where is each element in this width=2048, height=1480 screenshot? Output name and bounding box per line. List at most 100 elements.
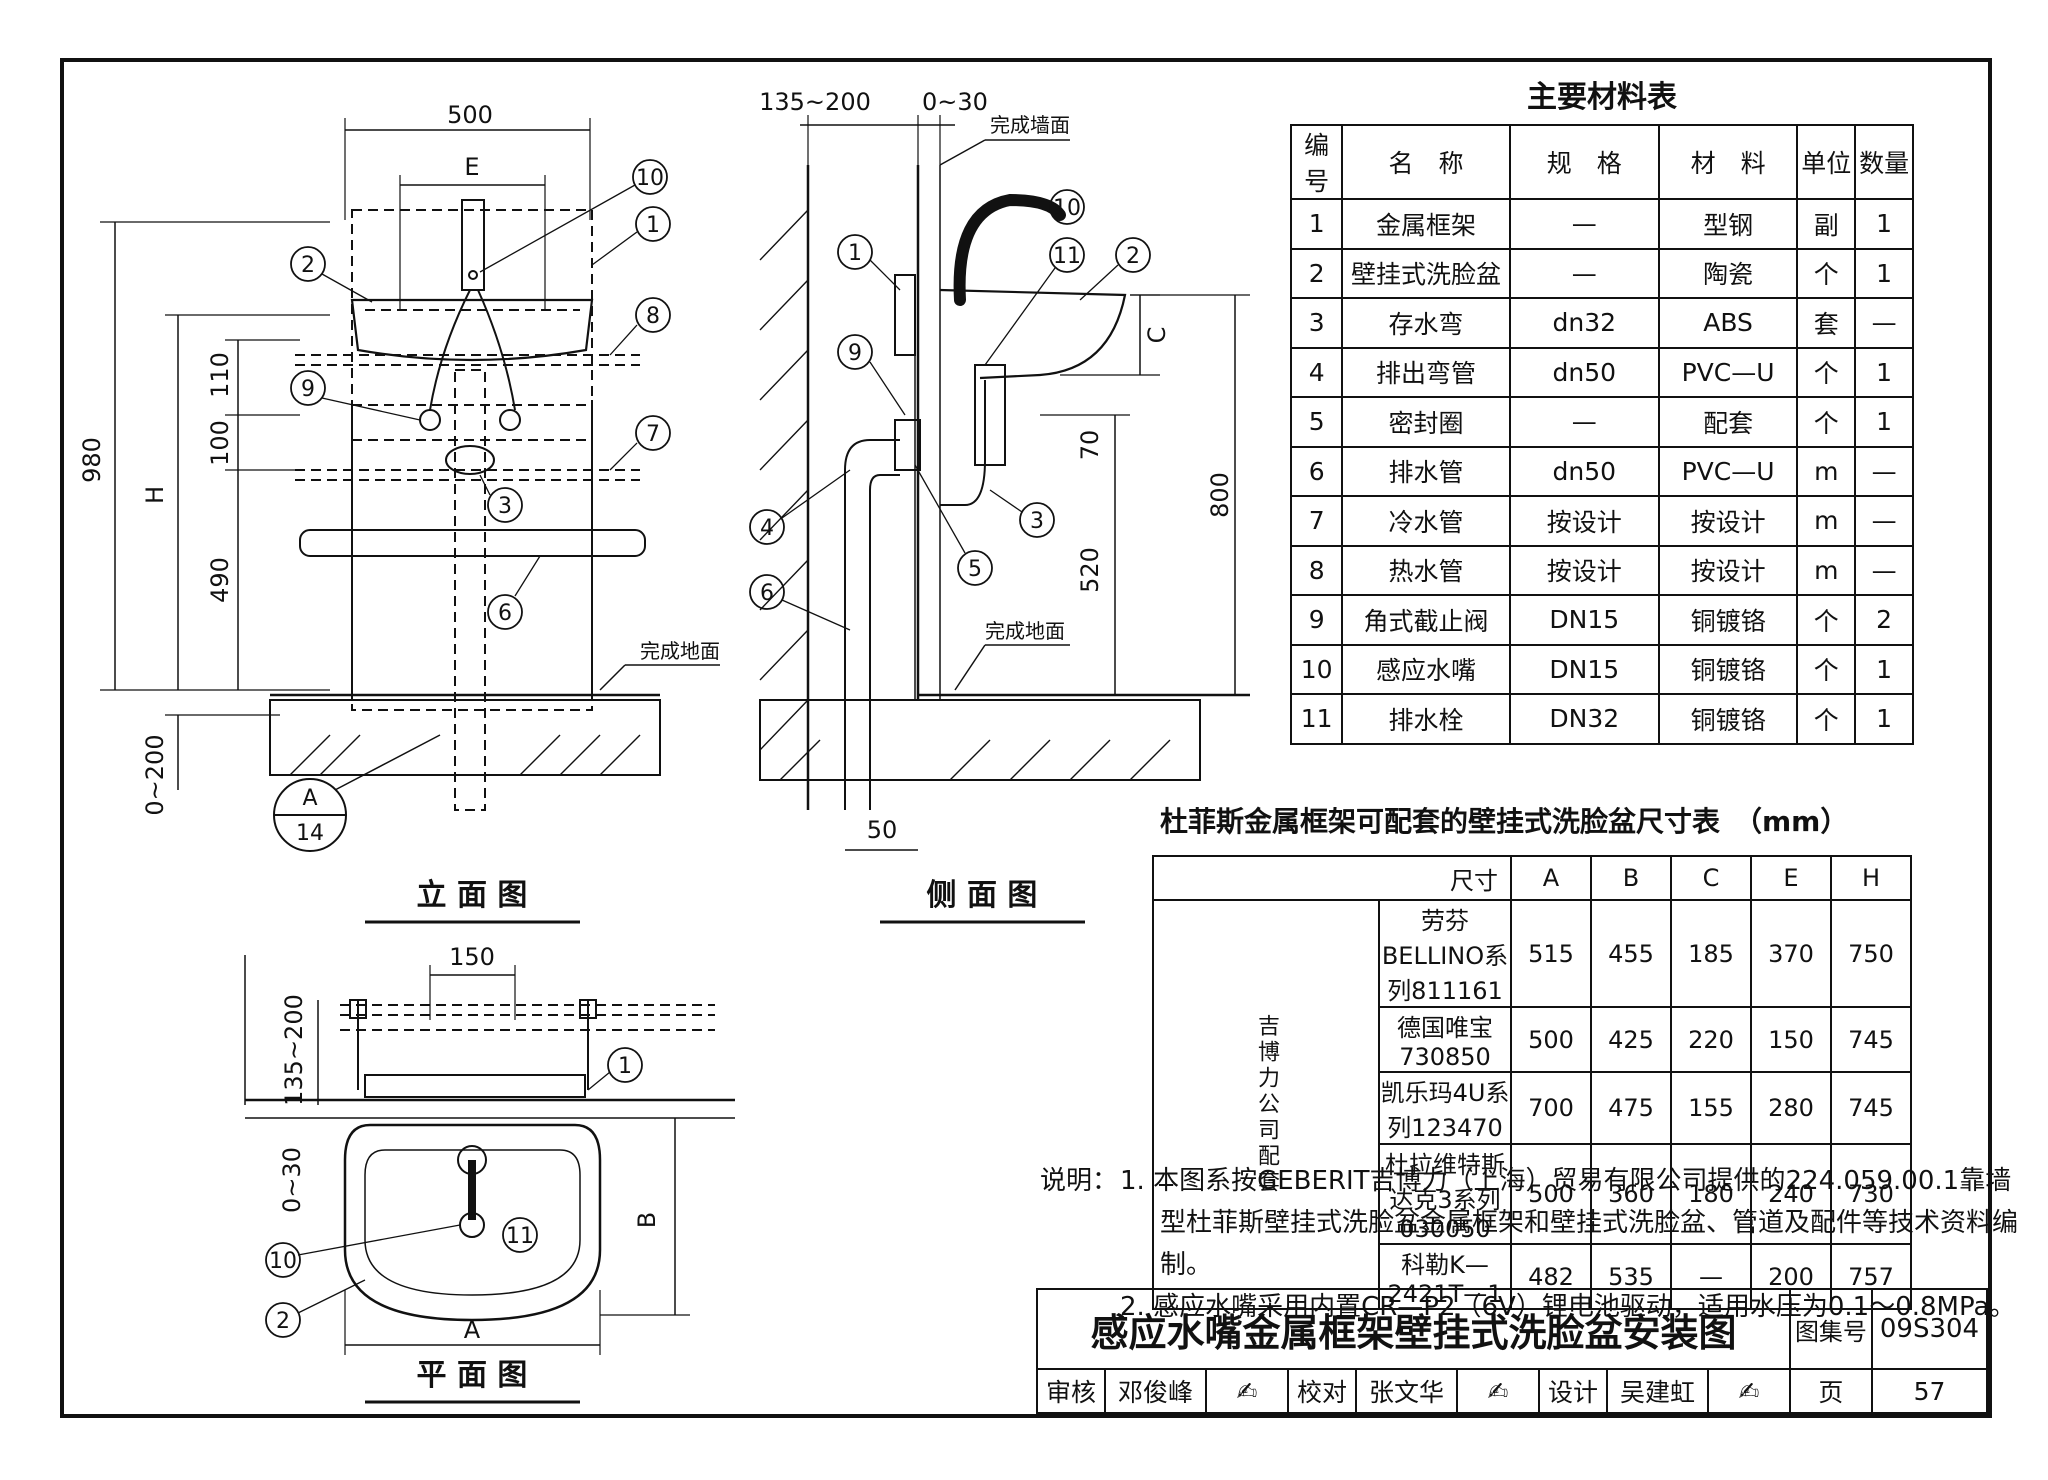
side-wall-label: 完成墙面 bbox=[990, 113, 1070, 137]
table-cell: m bbox=[1796, 544, 1857, 596]
table-cell: 10 bbox=[1289, 643, 1344, 695]
materials-header-row: 编号 名 称 规 格 材 料 单位 数量 bbox=[1289, 124, 1914, 200]
side-callout-10: 10 bbox=[1053, 196, 1081, 221]
side-dim-520: 520 bbox=[1076, 547, 1104, 593]
drawing-frame bbox=[60, 58, 1992, 1418]
table-cell: 个 bbox=[1796, 247, 1857, 299]
table-cell: — bbox=[1854, 297, 1914, 349]
table-cell: 副 bbox=[1796, 198, 1857, 250]
table-cell: 360 bbox=[1590, 1143, 1672, 1245]
plan-dim-150: 150 bbox=[449, 943, 495, 971]
table-cell: — bbox=[1854, 544, 1914, 596]
dim-110: 110 bbox=[206, 352, 234, 398]
table-cell: m bbox=[1796, 445, 1857, 497]
table-cell: 铜镀铬 bbox=[1657, 693, 1799, 745]
table-cell: 铜镀铬 bbox=[1657, 643, 1799, 695]
table-cell: 冷水管 bbox=[1341, 495, 1511, 547]
table-cell: 个 bbox=[1796, 643, 1857, 695]
table-cell: 按设计 bbox=[1657, 495, 1799, 547]
side-dim-800: 800 bbox=[1206, 472, 1234, 518]
elevation-callout-7: 7 bbox=[646, 422, 660, 447]
elevation-callout-8: 8 bbox=[646, 304, 660, 329]
table-cell: DN15 bbox=[1508, 643, 1660, 695]
atlas-label: 图集号 bbox=[1788, 1288, 1873, 1370]
check-label: 校对 bbox=[1286, 1368, 1358, 1414]
table-cell: 370 bbox=[1750, 899, 1832, 1008]
elevation-callout-10: 10 bbox=[636, 166, 664, 191]
table-cell: 套 bbox=[1796, 297, 1857, 349]
table-cell: 1 bbox=[1854, 643, 1914, 695]
table-cell: 排水管 bbox=[1341, 445, 1511, 497]
reviewer-name: 邓俊峰 bbox=[1104, 1368, 1207, 1414]
side-dim-70: 70 bbox=[1076, 430, 1104, 461]
table-cell: DN32 bbox=[1508, 693, 1660, 745]
table-cell: — bbox=[1508, 396, 1660, 448]
plan-dim-A: A bbox=[464, 1316, 481, 1344]
table-cell: 500 bbox=[1510, 1143, 1592, 1245]
plan-callout-1: 1 bbox=[618, 1054, 632, 1079]
table-cell: 劳芬BELLINO系列811161 bbox=[1378, 899, 1512, 1008]
sizes-header-cell: A bbox=[1510, 855, 1592, 901]
plan-callout-10: 10 bbox=[269, 1249, 297, 1274]
table-cell: 2 bbox=[1289, 247, 1344, 299]
dim-490: 490 bbox=[206, 557, 234, 603]
designer-signature: ✍ bbox=[1706, 1368, 1791, 1414]
dim-E: E bbox=[464, 153, 479, 181]
page-label: 页 bbox=[1788, 1368, 1873, 1414]
title-block-table: 感应水嘴金属框架壁挂式洗脸盆安装图 图集号 09S304 审核 邓俊峰 ✍ 校对… bbox=[1035, 1288, 1989, 1414]
table-cell: — bbox=[1854, 495, 1914, 547]
table-cell: 730 bbox=[1830, 1143, 1912, 1245]
plan-callout-11: 11 bbox=[506, 1224, 534, 1249]
table-cell: — bbox=[1854, 445, 1914, 497]
table-cell: 180 bbox=[1670, 1143, 1752, 1245]
ref-mark-top: A bbox=[302, 786, 317, 811]
table-cell: 存水弯 bbox=[1341, 297, 1511, 349]
table-cell: 按设计 bbox=[1508, 495, 1660, 547]
plan-title: 平 面 图 bbox=[417, 1358, 528, 1393]
elevation-callout-6: 6 bbox=[498, 601, 512, 626]
table-cell: 5 bbox=[1289, 396, 1344, 448]
side-title: 侧 面 图 bbox=[927, 878, 1038, 913]
elevation-callout-9: 9 bbox=[301, 377, 315, 402]
table-cell: 1 bbox=[1289, 198, 1344, 250]
table-cell: — bbox=[1508, 247, 1660, 299]
dim-500: 500 bbox=[447, 101, 493, 129]
side-callout-5: 5 bbox=[968, 557, 982, 582]
table-cell: 按设计 bbox=[1508, 544, 1660, 596]
designer-name: 吴建虹 bbox=[1606, 1368, 1709, 1414]
table-cell: 角式截止阀 bbox=[1341, 594, 1511, 646]
notes-label: 说明： bbox=[1040, 1166, 1119, 1196]
table-cell: 515 bbox=[1510, 899, 1592, 1008]
atlas-number: 09S304 bbox=[1870, 1288, 1989, 1370]
side-floor-label: 完成地面 bbox=[985, 619, 1065, 643]
table-cell: 8 bbox=[1289, 544, 1344, 596]
sizes-header-cell: E bbox=[1750, 855, 1832, 901]
title-block: 感应水嘴金属框架壁挂式洗脸盆安装图 图集号 09S304 审核 邓俊峰 ✍ 校对… bbox=[1035, 1288, 1989, 1414]
elevation-callout-1: 1 bbox=[646, 213, 660, 238]
materials-header-cell: 数量 bbox=[1854, 124, 1914, 200]
table-cell: 240 bbox=[1750, 1143, 1832, 1245]
plan-dim-135-200: 135~200 bbox=[280, 994, 308, 1106]
table-cell: dn50 bbox=[1508, 445, 1660, 497]
sizes-header-cell: B bbox=[1590, 855, 1672, 901]
table-cell: 1 bbox=[1854, 247, 1914, 299]
table-cell: m bbox=[1796, 495, 1857, 547]
elevation-callout-2: 2 bbox=[301, 253, 315, 278]
table-cell: 1 bbox=[1854, 396, 1914, 448]
table-cell: 750 bbox=[1830, 899, 1912, 1008]
sizes-header-cell: C bbox=[1670, 855, 1752, 901]
side-dim-135-200: 135~200 bbox=[759, 88, 871, 116]
review-label: 审核 bbox=[1035, 1368, 1107, 1414]
table-cell: 4 bbox=[1289, 346, 1344, 398]
materials-header-cell: 材 料 bbox=[1657, 124, 1799, 200]
side-dim-C: C bbox=[1143, 327, 1171, 344]
ref-mark-bottom: 14 bbox=[296, 821, 324, 846]
table-cell: 排出弯管 bbox=[1341, 346, 1511, 398]
side-callout-9: 9 bbox=[848, 341, 862, 366]
table-cell: 金属框架 bbox=[1341, 198, 1511, 250]
